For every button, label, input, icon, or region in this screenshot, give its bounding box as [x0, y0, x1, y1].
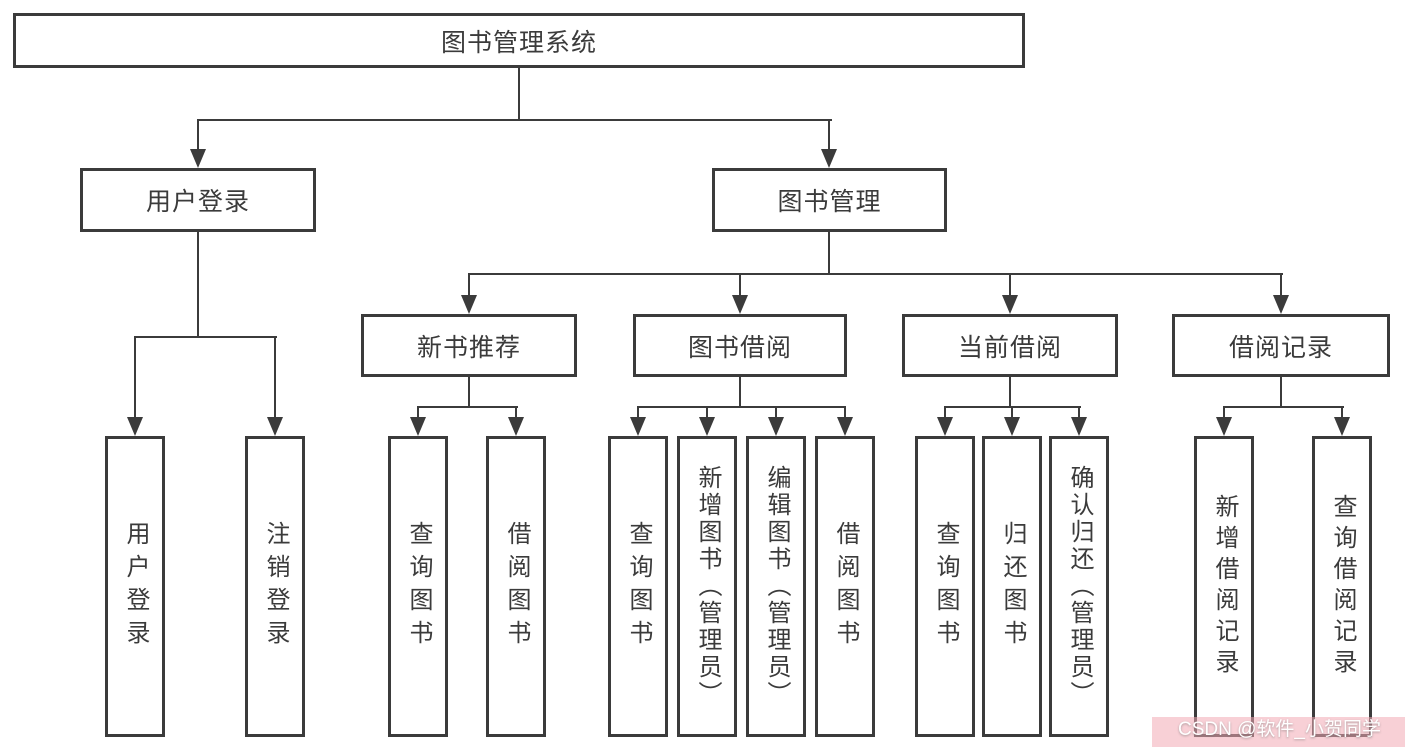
connector-line — [134, 336, 277, 338]
leaf-login-logout: 注销登录 — [245, 436, 305, 737]
connector-line — [197, 232, 199, 338]
leaf-borrow-borrow-books: 借阅图书 — [815, 436, 875, 737]
connector-arrowhead — [1334, 417, 1350, 436]
connector-arrow-shaft — [1011, 406, 1013, 417]
connector-arrowhead — [937, 417, 953, 436]
connector-arrow-shaft — [637, 406, 639, 417]
connector-line — [739, 377, 741, 408]
connector-arrow-shaft — [197, 119, 199, 149]
leaf-recommend-borrow-books: 借阅图书 — [486, 436, 546, 737]
connector-arrow-shaft — [775, 406, 777, 417]
watermark-band — [1152, 717, 1405, 747]
connector-arrowhead — [1002, 295, 1018, 314]
connector-arrowhead — [190, 149, 206, 168]
node-book-borrowing: 图书借阅 — [633, 314, 847, 377]
connector-arrow-shaft — [1009, 273, 1011, 295]
connector-line — [418, 406, 518, 408]
node-book-management: 图书管理 — [712, 168, 947, 232]
connector-line — [469, 273, 1283, 275]
connector-line — [197, 119, 832, 121]
leaf-borrow-edit-books-admin: 编辑图书（管理员） — [746, 436, 806, 737]
connector-arrowhead — [267, 417, 283, 436]
connector-arrow-shaft — [1223, 406, 1225, 417]
connector-line — [1009, 377, 1011, 408]
connector-arrowhead — [699, 417, 715, 436]
connector-line — [1280, 377, 1282, 408]
connector-arrowhead — [1273, 295, 1289, 314]
leaf-login-user-login: 用户登录 — [105, 436, 165, 737]
leaf-borrow-add-books-admin: 新增图书（管理员） — [677, 436, 737, 737]
node-user-login: 用户登录 — [80, 168, 316, 232]
connector-arrowhead — [630, 417, 646, 436]
connector-line — [468, 377, 470, 408]
leaf-records-add-borrow-record: 新增借阅记录 — [1194, 436, 1254, 737]
connector-arrow-shaft — [515, 406, 517, 417]
connector-arrowhead — [1004, 417, 1020, 436]
watermark: CSDN @软件_小贺同学 — [1178, 718, 1381, 740]
connector-arrowhead — [1216, 417, 1232, 436]
node-new-book-recommendation: 新书推荐 — [361, 314, 577, 377]
node-library-management-system: 图书管理系统 — [13, 13, 1025, 68]
connector-arrow-shaft — [844, 406, 846, 417]
node-current-borrowing: 当前借阅 — [902, 314, 1118, 377]
leaf-current-confirm-return-admin: 确认归还（管理员） — [1049, 436, 1109, 737]
connector-arrow-shaft — [1078, 406, 1080, 417]
connector-line — [518, 68, 520, 120]
connector-arrow-shaft — [274, 336, 276, 417]
connector-arrowhead — [127, 417, 143, 436]
leaf-current-query-books: 查询图书 — [915, 436, 975, 737]
connector-arrow-shaft — [739, 273, 741, 295]
connector-line — [638, 406, 846, 408]
connector-arrow-shaft — [1341, 406, 1343, 417]
leaf-current-return-books: 归还图书 — [982, 436, 1042, 737]
leaf-borrow-query-books: 查询图书 — [608, 436, 668, 737]
connector-arrowhead — [837, 417, 853, 436]
connector-line — [945, 406, 1081, 408]
connector-line — [1224, 406, 1344, 408]
leaf-records-query-borrow-record: 查询借阅记录 — [1312, 436, 1372, 737]
connector-arrowhead — [1071, 417, 1087, 436]
connector-arrowhead — [768, 417, 784, 436]
connector-arrowhead — [410, 417, 426, 436]
connector-arrow-shaft — [828, 119, 830, 149]
connector-arrow-shaft — [417, 406, 419, 417]
connector-arrow-shaft — [468, 273, 470, 295]
connector-arrow-shaft — [1280, 273, 1282, 295]
connector-arrowhead — [821, 149, 837, 168]
connector-arrowhead — [508, 417, 524, 436]
leaf-recommend-query-books: 查询图书 — [388, 436, 448, 737]
connector-arrow-shaft — [944, 406, 946, 417]
connector-arrow-shaft — [706, 406, 708, 417]
node-borrowing-records: 借阅记录 — [1172, 314, 1390, 377]
connector-arrowhead — [461, 295, 477, 314]
connector-arrowhead — [732, 295, 748, 314]
connector-arrow-shaft — [134, 336, 136, 417]
connector-line — [828, 232, 830, 275]
